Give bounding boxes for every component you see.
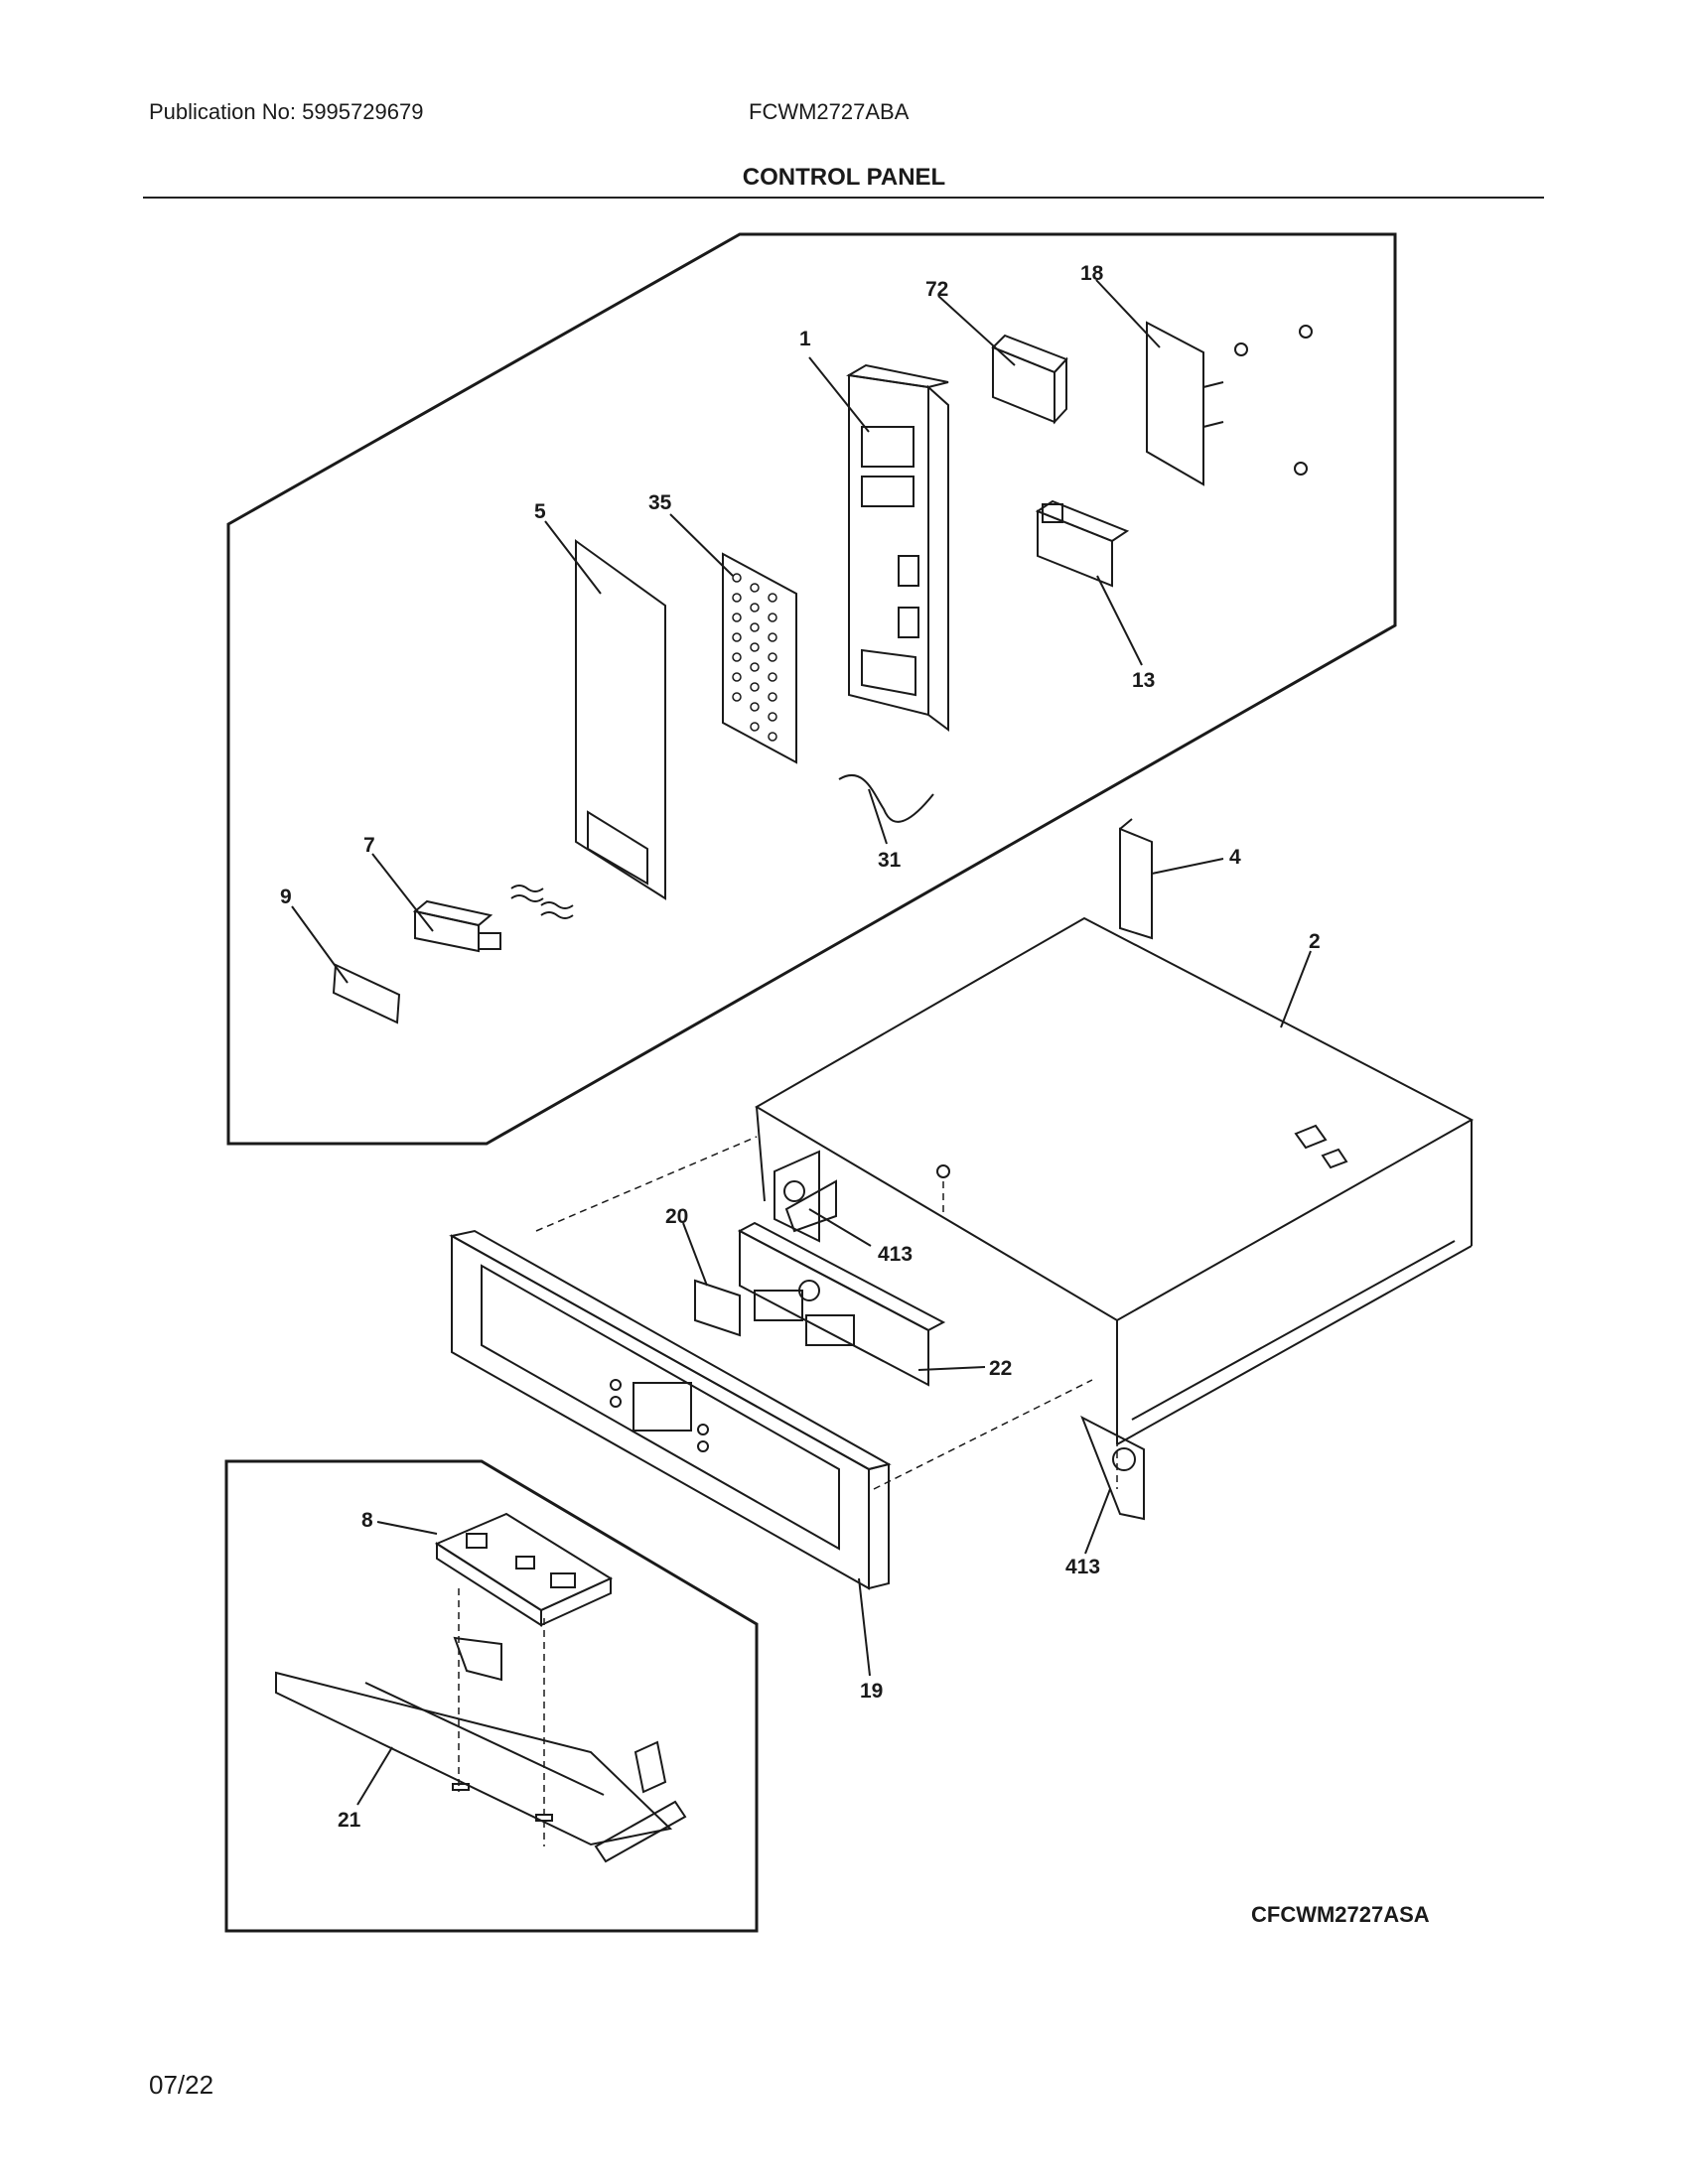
lower-inset-frame xyxy=(224,1459,759,1933)
callout-8: 8 xyxy=(361,1509,373,1532)
callout-13: 13 xyxy=(1132,669,1155,692)
callout-4: 4 xyxy=(1229,846,1241,869)
cabinet xyxy=(755,916,1475,1445)
bracket-4 xyxy=(1119,818,1153,940)
callout-413-lower: 413 xyxy=(1065,1556,1100,1578)
bracket-413-upper xyxy=(784,1179,837,1233)
callout-31: 31 xyxy=(878,849,902,872)
bracket-413-lower xyxy=(1080,1415,1145,1521)
callout-413-upper: 413 xyxy=(878,1243,913,1266)
callout-9: 9 xyxy=(280,886,292,908)
control-panel-housing xyxy=(846,363,949,732)
board-bracket xyxy=(275,1636,687,1863)
leader-lines xyxy=(291,279,1312,1806)
publication-date: 07/22 xyxy=(149,2070,214,2100)
button-housing xyxy=(412,885,574,953)
control-board xyxy=(434,1512,614,1627)
page-title: CONTROL PANEL xyxy=(742,164,946,191)
callout-35: 35 xyxy=(648,491,672,514)
board-18 xyxy=(1146,321,1313,486)
control-panel-trim xyxy=(449,1229,892,1590)
bracket-13 xyxy=(1035,499,1130,588)
overlay xyxy=(575,539,666,900)
callout-20: 20 xyxy=(665,1205,688,1228)
header-divider xyxy=(143,197,1544,199)
assembly-lines xyxy=(458,1136,1118,1846)
callout-5: 5 xyxy=(534,500,546,523)
callout-2: 2 xyxy=(1309,930,1321,953)
callout-1: 1 xyxy=(799,328,811,350)
callout-18: 18 xyxy=(1080,262,1104,285)
model-number: FCWM2727ABA xyxy=(749,99,910,124)
label-9 xyxy=(332,963,401,1024)
callout-7: 7 xyxy=(363,834,375,857)
callout-19: 19 xyxy=(860,1680,883,1703)
callout-21: 21 xyxy=(338,1809,361,1832)
callout-22: 22 xyxy=(989,1357,1012,1380)
module-72 xyxy=(991,334,1068,425)
keypad-membrane xyxy=(722,552,797,764)
wire-harness xyxy=(838,774,934,823)
callout-72: 72 xyxy=(925,278,948,301)
publication-number: Publication No: 5995729679 xyxy=(149,99,424,124)
upper-inset-frame xyxy=(226,232,1397,1146)
display-board-bracket xyxy=(694,1221,946,1387)
diagram-reference-code: CFCWM2727ASA xyxy=(1251,1902,1430,1927)
